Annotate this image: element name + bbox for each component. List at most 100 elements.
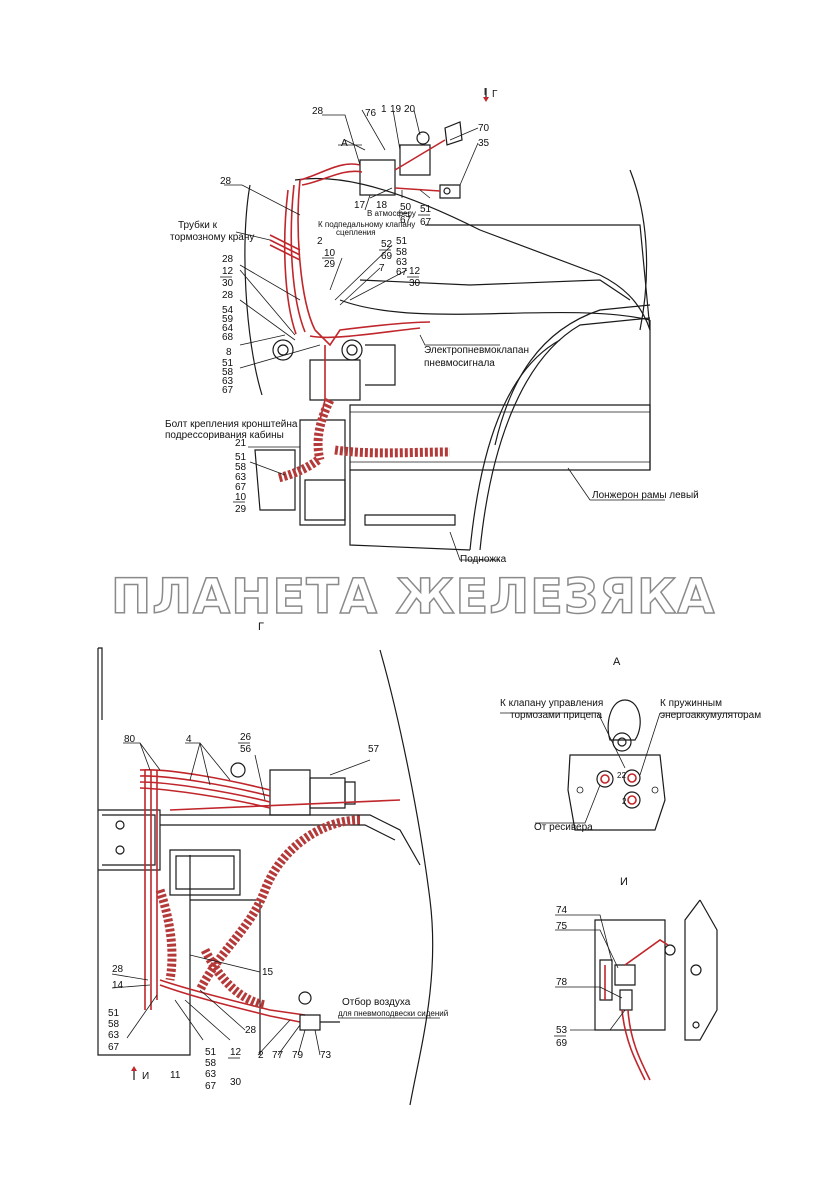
label-12b: 12 xyxy=(222,266,234,277)
label-17: 17 xyxy=(354,200,366,211)
label-52: 52 xyxy=(381,239,393,250)
label-35: 35 xyxy=(478,138,490,149)
label-59: 59 xyxy=(222,314,234,325)
label-58a: 58 xyxy=(108,1019,120,1030)
label-21: 21 xyxy=(235,438,247,449)
label-70: 70 xyxy=(478,123,490,134)
label-29a: 29 xyxy=(324,259,336,270)
text-spring-2: энергоаккумуляторам xyxy=(660,710,761,721)
text-trailer-1: К клапану управления xyxy=(500,698,603,709)
view-label-i-arrow: И xyxy=(142,1071,149,1082)
label-74: 74 xyxy=(556,905,568,916)
label-14: 14 xyxy=(112,980,124,991)
label-67a: 67 xyxy=(108,1042,120,1053)
label-28c: 28 xyxy=(222,254,234,265)
label-26: 26 xyxy=(240,732,252,743)
watermark: ПЛАНЕТА ЖЕЛЕЗЯКА xyxy=(111,569,715,625)
label-1: 1 xyxy=(381,104,387,115)
view-label-a-top: А xyxy=(341,138,348,149)
label-51a: 51 xyxy=(420,204,432,215)
label-18: 18 xyxy=(376,200,388,211)
label-63b: 63 xyxy=(205,1069,217,1080)
label-2: 2 xyxy=(317,236,323,247)
label-4: 4 xyxy=(186,734,192,745)
label-12a: 12 xyxy=(409,266,421,277)
label-12: 12 xyxy=(230,1047,242,1058)
label-2: 2 xyxy=(258,1050,264,1061)
detail-a: А К клапану управления тормозами прицепа… xyxy=(500,656,761,833)
label-79: 79 xyxy=(292,1050,304,1061)
label-28d: 28 xyxy=(222,290,234,301)
text-trailer-2: тормозами прицепа xyxy=(510,710,602,721)
label-51d: 51 xyxy=(235,452,247,463)
view-label-a-detail: А xyxy=(613,656,621,668)
label-53: 53 xyxy=(556,1025,568,1036)
text-bolt-2: подрессоривания кабины xyxy=(165,429,284,441)
label-51b: 51 xyxy=(205,1047,217,1058)
label-58c: 58 xyxy=(235,462,247,473)
text-tubes-2: тормозному крану xyxy=(170,232,254,243)
label-10a: 10 xyxy=(324,248,336,259)
text-pedal-2: сцепления xyxy=(336,228,376,237)
label-78: 78 xyxy=(556,977,568,988)
text-frame: Лонжерон рамы левый xyxy=(592,490,699,501)
label-30: 30 xyxy=(230,1077,242,1088)
text-air-1: Отбор воздуха xyxy=(342,996,411,1008)
label-58b: 58 xyxy=(222,367,234,378)
label-underlines xyxy=(220,212,566,1059)
bottom-labels: Г 80 4 26 56 57 15 28 14 28 51 58 63 67 … xyxy=(108,621,448,1092)
label-67b: 67 xyxy=(205,1081,217,1092)
label-63c: 63 xyxy=(235,472,247,483)
label-11: 11 xyxy=(170,1070,181,1081)
text-pedal-1: К подпедальному клапану xyxy=(318,220,415,229)
label-54: 54 xyxy=(222,305,234,316)
view-label-i-detail: И xyxy=(620,876,628,888)
label-50: 50 xyxy=(400,202,412,213)
label-58b: 58 xyxy=(205,1058,217,1069)
label-67d: 67 xyxy=(222,385,234,396)
label-28b: 28 xyxy=(245,1025,257,1036)
label-73: 73 xyxy=(320,1050,332,1061)
label-76: 76 xyxy=(365,108,377,119)
label-68: 68 xyxy=(222,332,234,343)
text-valve-2: пневмосигнала xyxy=(424,358,495,369)
label-67e: 67 xyxy=(235,482,247,493)
label-30a: 30 xyxy=(409,278,421,289)
label-69: 69 xyxy=(556,1038,568,1049)
view-label-g-bottom: Г xyxy=(258,621,264,633)
label-51: 51 xyxy=(108,1008,120,1019)
text-spring-1: К пружинным xyxy=(660,698,722,709)
text-air-2: для пневмоподвески сидений xyxy=(338,1009,448,1018)
label-67b: 67 xyxy=(420,217,432,228)
bottom-view xyxy=(97,647,440,1106)
text-step: Подножка xyxy=(460,554,507,565)
label-58a: 58 xyxy=(396,247,408,258)
label-69: 69 xyxy=(381,251,393,262)
label-64: 64 xyxy=(222,323,234,334)
label-51c: 51 xyxy=(222,358,234,369)
label-67c: 67 xyxy=(396,267,408,278)
top-labels: Г 28 76 1 19 20 70 35 А 28 17 18 50 67 5… xyxy=(165,89,699,565)
label-28a: 28 xyxy=(112,964,124,975)
port-22: 22 xyxy=(617,771,626,780)
label-7: 7 xyxy=(379,263,385,274)
text-tubes-1: Трубки к xyxy=(178,219,218,231)
label-29b: 29 xyxy=(235,504,247,515)
text-bolt-1: Болт крепления кронштейна xyxy=(165,419,298,430)
label-57: 57 xyxy=(368,744,380,755)
text-valve-1: Электропневмоклапан xyxy=(424,345,529,356)
label-67a: 67 xyxy=(400,215,412,226)
label-63b: 63 xyxy=(222,376,234,387)
detail-i: И 74 75 78 53 69 xyxy=(555,876,718,1081)
label-80: 80 xyxy=(124,734,136,745)
label-75: 75 xyxy=(556,921,568,932)
text-atmosphere: В атмосферу xyxy=(367,209,416,218)
label-28b: 28 xyxy=(220,176,232,187)
label-20: 20 xyxy=(404,104,416,115)
label-77: 77 xyxy=(272,1050,284,1061)
label-51b: 51 xyxy=(396,236,408,247)
label-56: 56 xyxy=(240,744,252,755)
label-15: 15 xyxy=(262,967,274,978)
view-label-g-top: Г xyxy=(492,89,498,100)
